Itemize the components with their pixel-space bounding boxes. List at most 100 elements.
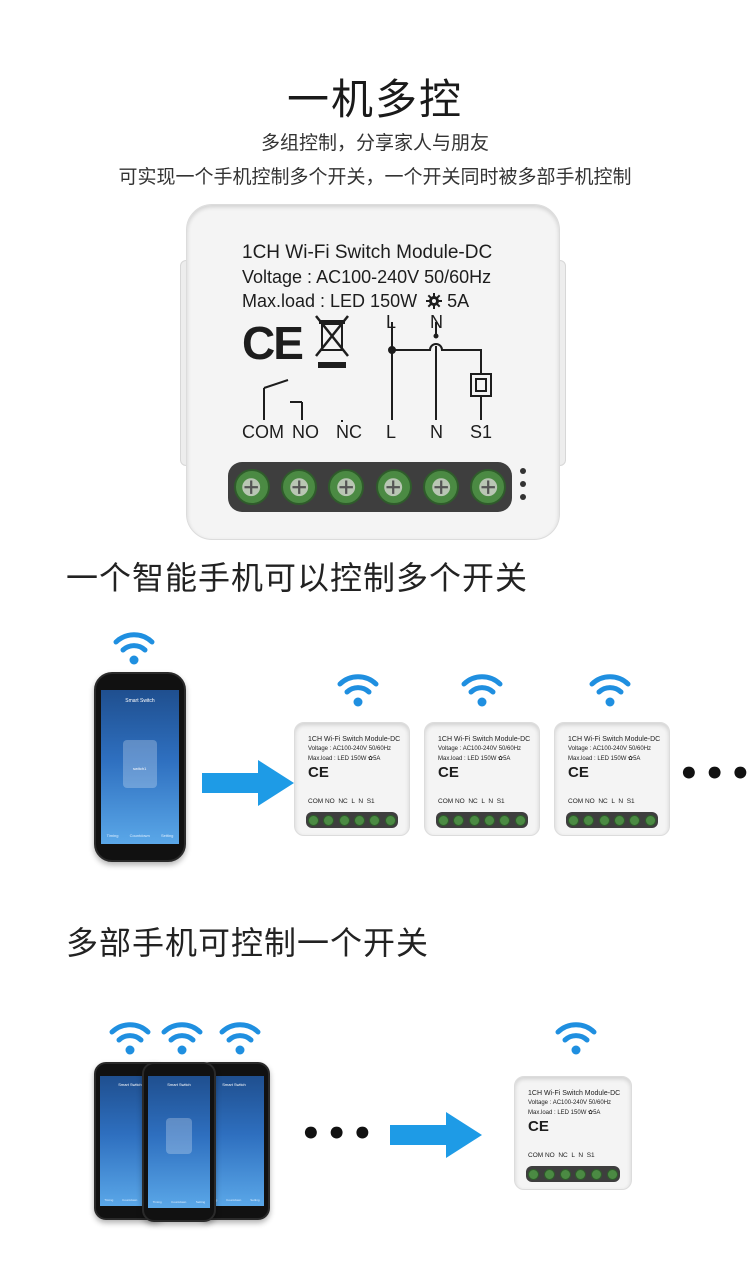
terminal-block: [436, 812, 528, 828]
module-label-voltage: Voltage : AC100-240V 50/60Hz: [438, 746, 522, 752]
wifi-icon: [589, 674, 631, 707]
terminal-labels: COM NO NC L N S1: [438, 798, 505, 805]
screw-terminal: [233, 469, 270, 505]
subtitle-line-2: 可实现一个手机控制多个开关，一个开关同时被多部手机控制: [118, 166, 632, 188]
screw-terminal: [375, 469, 412, 505]
screw-terminal: [583, 814, 595, 826]
switch-module-small-4: 1CH Wi-Fi Switch Module-DC Voltage : AC1…: [514, 1076, 632, 1190]
subtitle-line-1: 多组控制，分享家人与朋友: [260, 132, 489, 154]
screw-terminal: [559, 1168, 571, 1180]
module-label-title: 1CH Wi-Fi Switch Module-DC: [528, 1090, 621, 1097]
module-label-title: 1CH Wi-Fi Switch Module-DC: [568, 736, 661, 743]
module-label-voltage: Voltage : AC100-240V 50/60Hz: [568, 746, 652, 752]
module-label-maxload: Max.load : LED 150W ✿5A: [528, 1110, 601, 1116]
wifi-icon: [555, 1022, 597, 1055]
screw-terminal: [568, 814, 580, 826]
screw-terminal: [422, 469, 459, 505]
terminal-block: [526, 1166, 620, 1182]
switch-module-small-3: 1CH Wi-Fi Switch Module-DC Voltage : AC1…: [554, 722, 670, 836]
module-label-maxload-text: Max.load : LED 150W: [438, 756, 497, 762]
screw-terminal: [468, 814, 480, 826]
page-title: 一机多控: [286, 75, 463, 124]
screw-terminal: [514, 814, 526, 826]
screw-terminal: [528, 1168, 540, 1180]
terminal-block: [228, 462, 512, 512]
terminal-labels: COM NO NC L N S1: [568, 798, 635, 805]
section-2-heading: 多部手机可控制一个开关: [66, 924, 430, 962]
phone-app-title: Smart Switch: [167, 1082, 191, 1087]
wifi-icon: [337, 674, 379, 707]
phone-footer-item: Setting: [160, 833, 174, 838]
module-label-maxload: Max.load : LED 150W ✿5A: [438, 756, 511, 762]
screw-terminal: [575, 1168, 587, 1180]
wifi-icon: [161, 1022, 203, 1055]
screw-terminal: [280, 469, 317, 505]
screw-terminal: [438, 814, 450, 826]
module-label-current: 5A: [633, 756, 641, 762]
phone-screen: Smart Switch switch1 Timing Countdown Se…: [101, 690, 179, 844]
module-label-title: 1CH Wi-Fi Switch Module-DC: [438, 736, 531, 743]
switch-module-small-1: 1CH Wi-Fi Switch Module-DC Voltage : AC1…: [294, 722, 410, 836]
screw-terminal: [606, 1168, 618, 1180]
indicator-dots: [520, 468, 526, 500]
ce-mark: CE: [242, 317, 304, 369]
terminal-labels: COM NO NC L N S1: [308, 798, 375, 805]
ce-mark: CE: [308, 764, 329, 781]
screw-terminal: [499, 814, 511, 826]
screw-terminal: [470, 469, 507, 505]
more-ellipsis: •••: [300, 1114, 378, 1154]
terminal-label-NO: NO: [292, 422, 319, 442]
terminal-labels: COM NO NC L N S1: [528, 1152, 595, 1159]
module-label-voltage: Voltage : AC100-240V 50/60Hz: [242, 267, 492, 287]
screw-terminal: [369, 814, 381, 826]
terminal-block: [306, 812, 398, 828]
screw-terminal: [338, 814, 350, 826]
screw-terminal: [484, 814, 496, 826]
gear-icon: [426, 293, 443, 309]
terminal-label-COM: COM: [242, 422, 284, 442]
terminal-label-L: L: [386, 422, 397, 442]
module-label-voltage: Voltage : AC100-240V 50/60Hz: [308, 746, 392, 752]
module-label-maxload-text: Max.load : LED 150W: [568, 756, 627, 762]
screw-terminal: [543, 1168, 555, 1180]
screw-terminal: [598, 814, 610, 826]
terminal-label-N-top: N: [430, 312, 443, 332]
terminal-label-N: N: [430, 422, 443, 442]
module-label-current: 5A: [447, 291, 470, 311]
module-label-maxload-text: Max.load : LED 150W: [308, 756, 367, 762]
screw-terminal: [308, 814, 320, 826]
phone-app-title: Smart Switch: [125, 698, 155, 704]
screw-terminal: [590, 1168, 602, 1180]
section-1-heading: 一个智能手机可以控制多个开关: [66, 559, 529, 597]
terminal-label-NC: NC: [336, 422, 362, 442]
terminal-block: [566, 812, 658, 828]
ce-mark: CE: [568, 764, 589, 781]
terminal-label-S1: S1: [470, 422, 493, 442]
screw-terminal: [354, 814, 366, 826]
module-label-current: 5A: [373, 756, 381, 762]
wifi-icon: [219, 1022, 261, 1055]
module-label-title: 1CH Wi-Fi Switch Module-DC: [308, 736, 401, 743]
terminal-label-L-top: L: [386, 312, 397, 332]
phone-app-title: Smart Switch: [118, 1082, 142, 1087]
phone-app-title: Smart Switch: [222, 1082, 246, 1087]
phone-switch-card: [166, 1118, 192, 1154]
more-ellipsis: •••: [678, 754, 750, 794]
module-label-voltage: Voltage : AC100-240V 50/60Hz: [528, 1100, 612, 1106]
module-label-maxload: Max.load : LED 150W ✿5A: [308, 756, 381, 762]
wifi-icon: [109, 1022, 151, 1055]
wifi-icon: [461, 674, 503, 707]
ce-mark: CE: [528, 1118, 549, 1135]
screw-terminal: [384, 814, 396, 826]
wiring-diagram: [263, 322, 492, 422]
ce-mark: CE: [438, 764, 459, 781]
screw-terminal: [328, 469, 365, 505]
phone-footer-item: Timing: [106, 833, 119, 838]
screw-terminal: [323, 814, 335, 826]
arrow-right-icon: [202, 760, 294, 806]
weee-bin-icon: [315, 315, 349, 368]
phone-switch-card: [123, 740, 157, 788]
